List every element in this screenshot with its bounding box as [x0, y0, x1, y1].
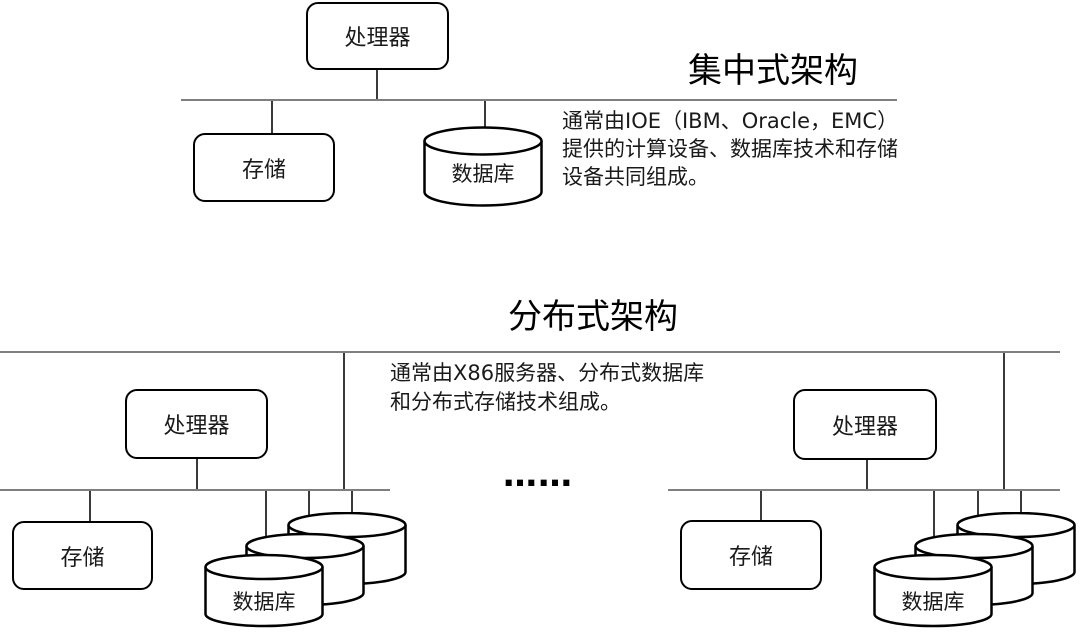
- distributed-description-line: 通常由X86服务器、分布式数据库: [390, 361, 705, 385]
- connector-left-storage: [89, 491, 91, 522]
- right-processor-box: 处理器: [793, 389, 937, 460]
- centralized-database-label: 数据库: [451, 162, 515, 186]
- connector-right-database-1: [933, 491, 935, 561]
- centralized-processor-label: 处理器: [344, 26, 411, 51]
- left-storage-box: 存储: [12, 521, 153, 590]
- centralized-description: 通常由IOE（IBM、Oracle，EMC） 提供的计算设备、数据库技术和存储 …: [562, 107, 898, 191]
- connector-centralized-processor: [376, 70, 378, 100]
- connector-left-database-3: [351, 491, 353, 517]
- connector-right-database-3: [1020, 491, 1022, 517]
- left-processor-box: 处理器: [125, 389, 268, 459]
- connector-right-processor: [866, 460, 868, 490]
- centralized-storage-label: 存储: [241, 157, 286, 183]
- distributed-main-bus-line: [0, 351, 1060, 353]
- left-processor-label: 处理器: [163, 414, 230, 439]
- centralized-processor-box: 处理器: [306, 2, 449, 70]
- right-database-cylinder-stack: [873, 512, 1076, 628]
- connector-centralized-database: [484, 101, 486, 129]
- connector-left-cluster-mainbus: [343, 353, 345, 490]
- distributed-description-line: 和分布式存储技术组成。: [390, 390, 621, 414]
- centralized-description-line: 设备共同组成。: [562, 165, 709, 189]
- centralized-database-cylinder: [423, 126, 543, 207]
- centralized-bus-line: [181, 99, 897, 101]
- left-database-label: 数据库: [232, 590, 296, 614]
- left-cluster-sub-bus-line: [0, 489, 390, 491]
- right-processor-label: 处理器: [831, 414, 898, 440]
- connector-left-processor: [196, 459, 198, 490]
- connector-left-database-1: [265, 491, 267, 561]
- centralized-description-line: 通常由IOE（IBM、Oracle，EMC）: [562, 109, 899, 133]
- centralized-description-line: 提供的计算设备、数据库技术和存储: [562, 137, 898, 161]
- left-database-cylinder-stack: [204, 512, 407, 628]
- right-storage-label: 存储: [728, 545, 773, 570]
- centralized-title: 集中式架构: [688, 51, 858, 91]
- connector-right-database-2: [977, 491, 979, 538]
- ellipsis-more-clusters: ……: [503, 455, 573, 495]
- distributed-title: 分布式架构: [508, 297, 678, 337]
- left-storage-label: 存储: [60, 545, 105, 571]
- connector-right-cluster-mainbus: [1003, 353, 1005, 490]
- connector-right-storage: [760, 491, 762, 521]
- centralized-storage-box: 存储: [193, 133, 335, 202]
- connector-centralized-storage: [271, 101, 273, 134]
- distributed-description: 通常由X86服务器、分布式数据库 和分布式存储技术组成。: [390, 359, 704, 417]
- right-cluster-sub-bus-line: [668, 489, 1060, 491]
- connector-left-database-2: [308, 491, 310, 538]
- right-database-label: 数据库: [901, 590, 965, 614]
- right-storage-box: 存储: [680, 520, 822, 590]
